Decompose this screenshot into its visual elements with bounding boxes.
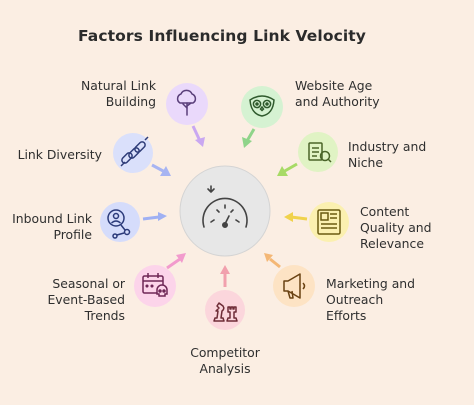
arrow-content-quality [284,212,308,222]
arrow-industry-niche [277,162,298,176]
arrow-inbound-link-profile [142,212,167,221]
arrow-seasonal-trends [166,253,186,270]
profile-network-icon [107,209,131,239]
arrow-natural-link-building [191,125,205,147]
bubble-website-age [241,86,283,128]
industry-document-icon [308,142,332,163]
arrow-marketing-outreach [264,253,281,269]
speedometer-icon [202,185,248,229]
bubble-seasonal-trends [134,265,176,307]
bubble-marketing-outreach [273,265,315,307]
arrow-competitor-analysis [220,265,230,287]
bubble-natural-link-building [166,83,208,125]
bubble-industry-niche [298,132,338,172]
document-icon [317,209,341,235]
bubble-competitor-analysis [205,290,245,330]
bubble-content-quality [309,202,349,242]
megaphone-icon [283,273,306,299]
bubble-link-diversity [113,133,153,173]
label-link-diversity: Link Diversity [17,147,102,162]
owl-icon [249,95,275,117]
chain-link-icon [120,136,149,167]
chess-icon [213,302,238,322]
factor-bubbles [100,83,349,330]
arrow-link-diversity [151,163,171,176]
diagram-title: Factors Influencing Link Velocity [78,27,366,45]
tree-icon [176,89,197,116]
bubble-inbound-link-profile [100,202,140,242]
arrows [142,125,308,287]
center-hub [179,165,271,257]
arrow-website-age [242,128,256,148]
calendar-skull-icon [142,273,168,297]
